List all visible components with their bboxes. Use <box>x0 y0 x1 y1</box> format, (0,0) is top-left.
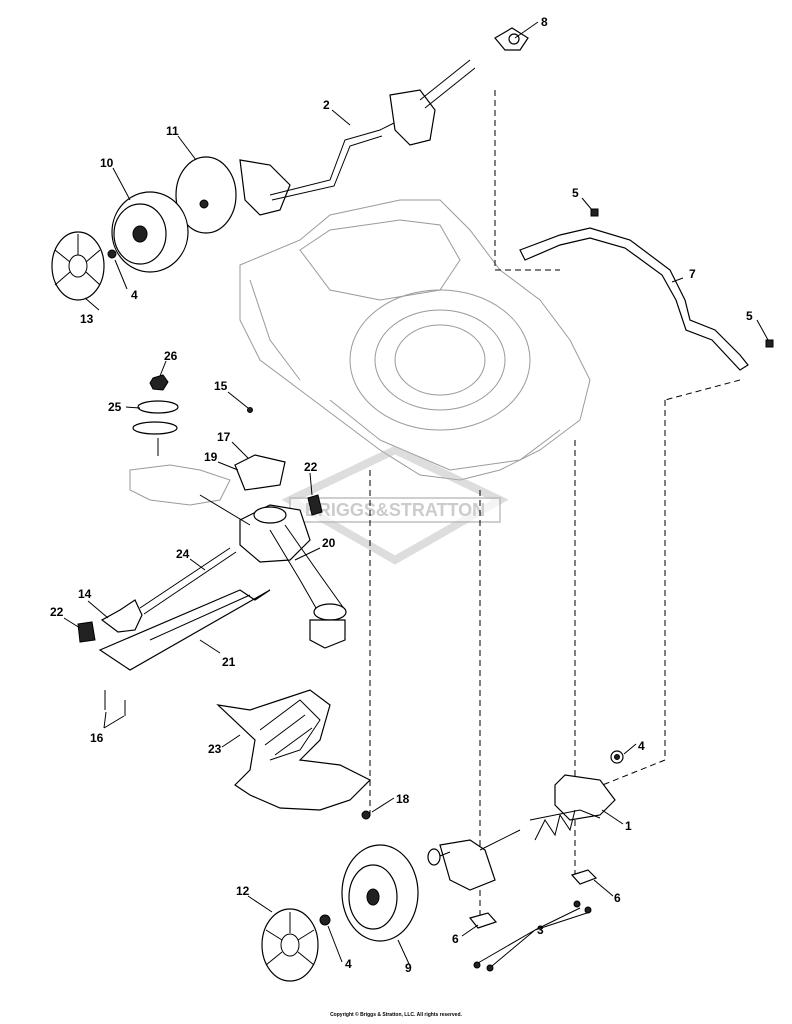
screw-3c <box>473 961 481 969</box>
callout-20: 20 <box>322 536 336 550</box>
callout-22: 22 <box>50 605 64 619</box>
callout-3: 3 <box>537 923 544 937</box>
bracket-6a <box>570 869 598 885</box>
callout-24: 24 <box>176 547 190 561</box>
screw-3b <box>584 906 592 914</box>
rear-deflector <box>216 689 372 811</box>
callout-7: 7 <box>689 267 696 281</box>
callout-15: 15 <box>214 379 228 393</box>
screw-15 <box>247 407 253 413</box>
callout-19: 19 <box>204 450 218 464</box>
callout-16: 16 <box>90 731 104 745</box>
nut-front <box>319 914 331 926</box>
handle-bar <box>519 227 749 371</box>
callout-labels: 8 2 11 10 4 13 5 7 5 26 25 15 17 19 22 2… <box>50 15 753 975</box>
callout-17: 17 <box>217 430 231 444</box>
callout-5: 5 <box>572 186 579 200</box>
callout-13: 13 <box>80 312 94 326</box>
callout-6: 6 <box>614 891 621 905</box>
screw-3d <box>486 964 494 972</box>
callout-8: 8 <box>541 15 548 29</box>
hub-cap-rear <box>51 231 105 301</box>
nut-inner <box>614 754 620 760</box>
bolt-5b <box>765 339 774 348</box>
callout-2: 2 <box>323 98 330 112</box>
callout-4: 4 <box>638 739 645 753</box>
height-adjust-lever <box>239 59 476 216</box>
screw-18 <box>361 810 371 820</box>
hub-cap-front <box>261 908 319 982</box>
callout-4: 4 <box>345 957 352 971</box>
callout-9: 9 <box>405 961 412 975</box>
callout-21: 21 <box>222 655 236 669</box>
callout-18: 18 <box>396 792 410 806</box>
mower-deck <box>239 199 591 481</box>
callout-4: 4 <box>131 288 138 302</box>
front-wheel <box>341 844 419 942</box>
screw-3a <box>573 900 581 908</box>
callout-11: 11 <box>166 124 179 138</box>
watermark-text: BRIGGS&STRATTON <box>305 500 485 520</box>
nut-rear <box>107 249 117 259</box>
leader-lines <box>63 21 769 967</box>
pulley-stack <box>132 374 179 456</box>
wheel-cover-disc <box>175 156 237 234</box>
callout-1: 1 <box>625 819 632 833</box>
adjuster-knob <box>494 27 529 51</box>
copyright-notice: Copyright © Briggs & Stratton, LLC. All … <box>330 1012 462 1018</box>
callout-10: 10 <box>100 156 114 170</box>
callout-14: 14 <box>78 587 92 601</box>
front-axle-assembly <box>427 774 616 891</box>
guide-lines <box>369 90 741 930</box>
bracket-6b <box>468 912 498 929</box>
callout-12: 12 <box>236 884 250 898</box>
callout-22: 22 <box>304 460 318 474</box>
rear-wheel <box>111 191 189 273</box>
callout-5: 5 <box>746 309 753 323</box>
callout-6: 6 <box>452 932 459 946</box>
transmission-assembly <box>77 454 347 716</box>
bolt-5a <box>590 208 599 217</box>
callout-25: 25 <box>108 400 122 414</box>
callout-26: 26 <box>164 349 178 363</box>
callout-23: 23 <box>208 742 222 756</box>
